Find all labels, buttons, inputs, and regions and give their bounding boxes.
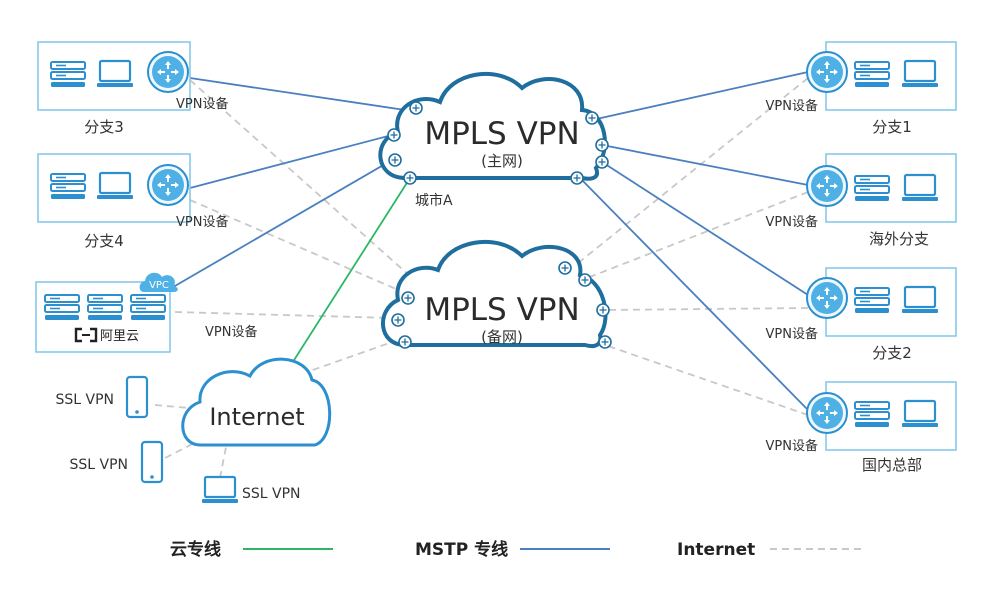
branch4-name: 分支4 [84,232,124,250]
branch4-device-label: VPN设备 [176,214,228,230]
branch2-device-label: VPN设备 [766,326,818,342]
mpls-main-node [570,171,584,185]
internet-links [154,77,809,479]
aliyun-device-label: VPN设备 [205,324,257,340]
site-aliyun: VPC 阿里云 VPN设备 [35,272,257,353]
cloud-line-internet-main [274,177,411,391]
laptop-icon [95,171,135,201]
mpls-backup-node [401,291,415,305]
mstp-link-aliyun [167,159,393,291]
mpls-main-cloud: MPLS VPN (主网) [378,72,609,185]
internet-link-branch3-backup [189,79,421,286]
mpls-main-node [595,138,609,152]
internet-link-branch1-backup [571,77,809,269]
internet-link-aliyun-backup [174,311,393,319]
mstp-link-branch2 [601,161,809,296]
internet-link-phone2 [164,439,201,459]
hq-device-label: VPN设备 [766,438,818,454]
mpls-backup-node [398,335,412,349]
mstp-link-branch1 [591,71,809,121]
ssl-phone1: SSL VPN [55,375,149,419]
vpc-badge: VPC [139,272,178,292]
ssl-laptop: SSL VPN [200,475,301,505]
mpls-backup-title: MPLS VPN [424,292,579,328]
branch2-name: 分支2 [872,344,912,362]
laptop-icon [900,285,940,315]
aliyun-logo-icon [74,327,98,343]
internet-link-branch4-backup [189,199,411,296]
mpls-main-node [585,111,599,125]
overseas-name: 海外分支 [869,230,929,248]
mstp-link-branch3 [189,77,406,111]
laptop-icon [900,59,940,89]
cloud-line-links [274,177,411,391]
internet-cloud: Internet [181,357,332,447]
mpls-main-node [387,128,401,142]
legend-mstp-label: MSTP 专线 [415,539,508,560]
legend-cloud-line-label: 云专线 [170,539,221,560]
branch3-device-label: VPN设备 [176,96,228,112]
mstp-links [167,71,809,411]
ssl-phone2: SSL VPN [69,440,164,484]
mpls-backup-node [578,273,592,287]
mpls-main-title: MPLS VPN [424,116,579,152]
branch1-device-label: VPN设备 [766,98,818,114]
mpls-backup-subtitle: (备网) [481,328,523,346]
site-branch4: VPN设备 分支4 [37,153,228,250]
laptop-icon [95,59,135,89]
overseas-device-label: VPN设备 [766,214,818,230]
site-branch1: VPN设备 分支1 [766,41,957,136]
site-overseas: VPN设备 海外分支 [766,153,957,248]
laptop-icon [900,399,940,429]
ssl-laptop-label: SSL VPN [242,486,301,502]
mpls-main-subtitle: (主网) [481,152,523,170]
branch3-name: 分支3 [84,118,124,136]
internet-cloud-title: Internet [209,403,304,431]
mpls-backup-node [391,313,405,327]
router-icon [806,392,848,434]
internet-link-laptop [219,446,227,479]
router-icon [806,165,848,207]
mpls-backup-cloud: MPLS VPN (备网) [381,240,612,349]
mstp-link-branch4 [189,134,393,189]
router-icon [806,51,848,93]
phone-icon [125,375,149,419]
mpls-main-node [388,153,402,167]
site-branch3: VPN设备 分支3 [37,41,228,136]
legend: 云专线 MSTP 专线 Internet [170,539,862,560]
vpc-badge-text: VPC [149,280,169,291]
mpls-main-node [595,155,609,169]
router-icon [147,51,189,93]
legend-internet-label: Internet [677,540,755,560]
site-hq: VPN设备 国内总部 [766,381,957,474]
branch1-name: 分支1 [872,118,912,136]
mpls-main-node [409,101,423,115]
city-label: 城市A [415,192,453,209]
laptop-icon [200,475,240,505]
internet-link-phone1 [154,404,213,411]
router-icon [806,277,848,319]
aliyun-name: 阿里云 [100,329,139,344]
mpls-main-node [403,171,417,185]
internet-link-branch2-backup [604,307,809,311]
phone-icon [140,440,164,484]
mpls-backup-node [558,261,572,275]
router-icon [147,164,189,206]
mpls-backup-node [598,335,612,349]
laptop-icon [900,173,940,203]
site-branch2: VPN设备 分支2 [766,267,957,362]
ssl-phone1-label: SSL VPN [55,392,114,408]
mstp-link-hq [579,177,809,411]
mpls-backup-node [596,303,610,317]
internet-link-overseas-backup [581,191,809,281]
hq-name: 国内总部 [862,456,922,474]
mstp-link-overseas [601,144,809,186]
ssl-phone2-label: SSL VPN [69,457,128,473]
